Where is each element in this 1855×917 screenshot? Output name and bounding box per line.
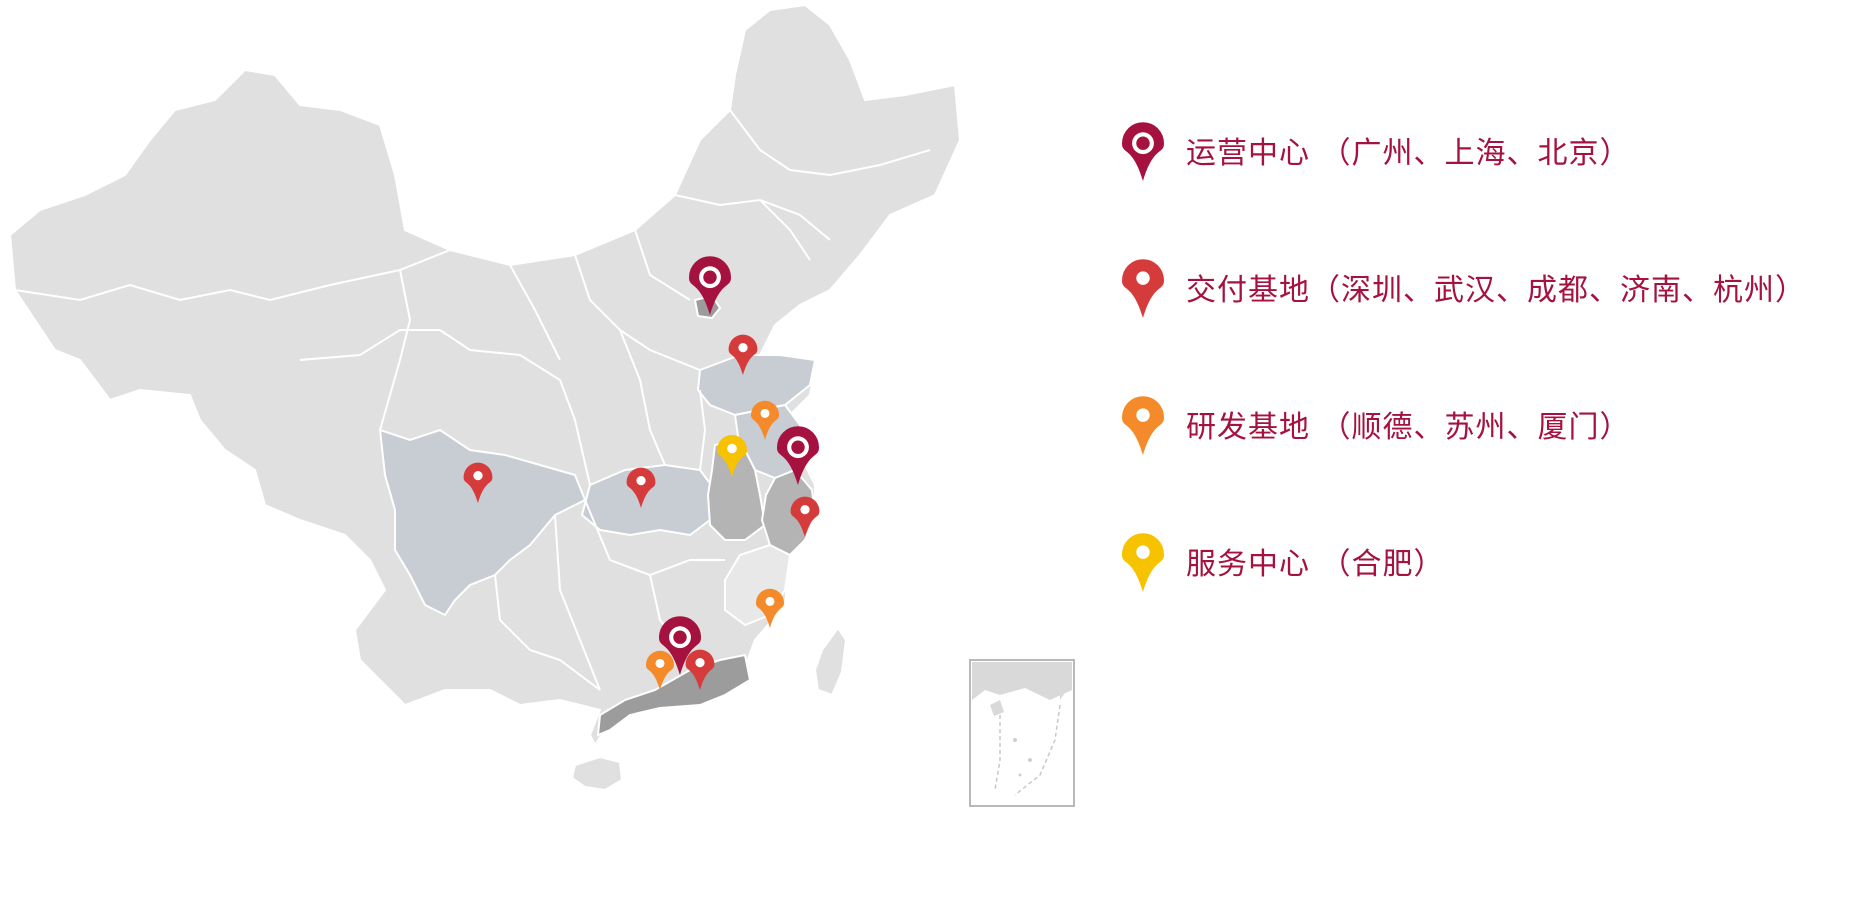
legend-label: 运营中心 （广州、上海、北京） xyxy=(1186,136,1631,171)
anhui-region xyxy=(706,438,767,541)
jinan-pin xyxy=(728,334,758,375)
hangzhou-pin xyxy=(790,496,820,537)
legend-item-service-center: 服务中心 （合肥） xyxy=(1120,516,1445,606)
legend-item-ops-center: 运营中心 （广州、上海、北京） xyxy=(1120,105,1631,195)
shanghai-pin xyxy=(777,426,819,485)
hefei-pin xyxy=(717,435,747,477)
legend-label: 服务中心 （合肥） xyxy=(1186,547,1445,582)
sichuan-region xyxy=(378,428,587,617)
legend-item-rd-base: 研发基地 （顺德、苏州、厦门） xyxy=(1120,379,1631,469)
ops-center-pin-icon xyxy=(1122,122,1164,181)
rd-base-pin-icon xyxy=(1122,396,1164,455)
xiamen-pin xyxy=(756,588,784,628)
guangzhou-pin xyxy=(659,616,701,675)
shunde-pin xyxy=(646,650,674,690)
beijing-pin xyxy=(689,256,731,315)
china-landmass xyxy=(8,3,962,747)
legend-label: 研发基地 （顺德、苏州、厦门） xyxy=(1186,410,1631,445)
service-center-pin-icon xyxy=(1122,533,1164,592)
legend-item-delivery-base: 交付基地（深圳、武汉、成都、济南、杭州） xyxy=(1120,242,1806,332)
wuhan-pin xyxy=(626,467,656,508)
suzhou-pin xyxy=(751,400,779,440)
legend-label: 交付基地（深圳、武汉、成都、济南、杭州） xyxy=(1186,273,1806,308)
taiwan-island xyxy=(813,626,848,697)
shenzhen-pin xyxy=(685,649,715,690)
hainan-island xyxy=(570,755,624,792)
chengdu-pin xyxy=(463,462,493,503)
south-china-sea-inset xyxy=(969,659,1075,807)
province-borders xyxy=(14,109,931,691)
pins-layer xyxy=(463,256,820,690)
zhejiang-region xyxy=(760,468,817,557)
delivery-base-pin-icon xyxy=(1122,259,1164,318)
